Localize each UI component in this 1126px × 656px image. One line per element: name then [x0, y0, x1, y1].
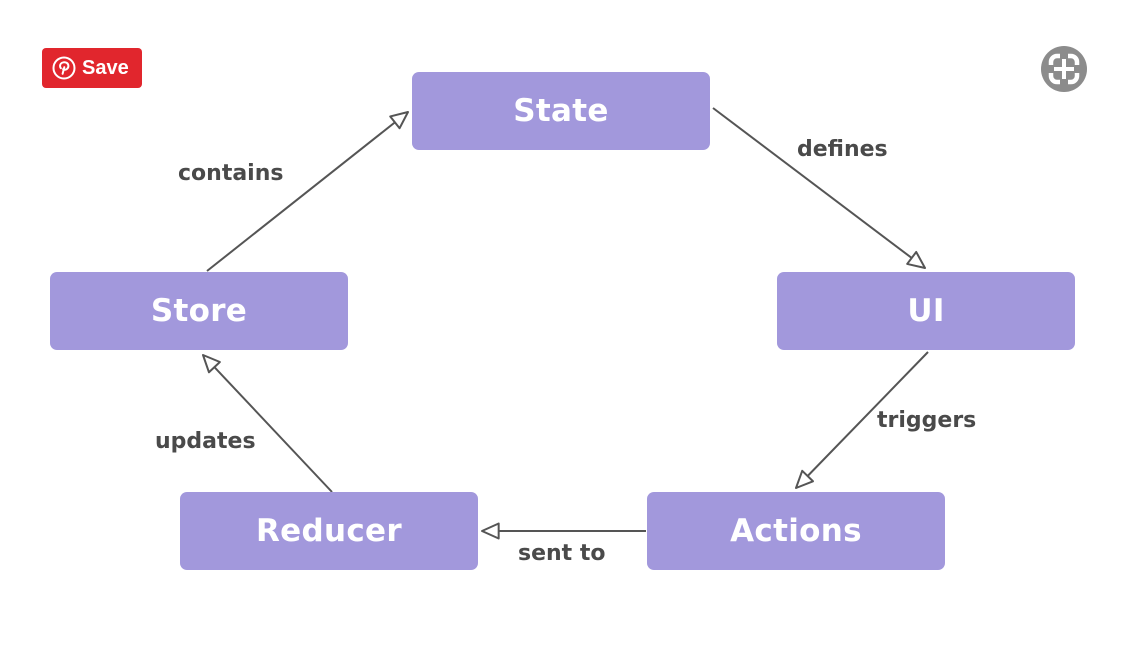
pinterest-icon — [52, 56, 76, 80]
node-state: State — [412, 72, 710, 150]
expand-icon — [1041, 46, 1087, 92]
edge-ui-to-actions — [795, 351, 929, 489]
node-store: Store — [50, 272, 348, 350]
node-reducer: Reducer — [180, 492, 478, 570]
edge-label-triggers: triggers — [877, 408, 977, 433]
edge-state-to-ui — [712, 107, 926, 269]
edge-reducer-to-store — [202, 354, 333, 493]
edge-store-to-state — [206, 111, 409, 272]
node-ui: UI — [777, 272, 1075, 350]
edge-label-sent-to: sent to — [518, 541, 606, 566]
edge-label-defines: defines — [797, 137, 888, 162]
pinterest-save-button[interactable]: Save — [42, 48, 142, 88]
save-label: Save — [82, 56, 129, 79]
edge-label-contains: contains — [178, 161, 284, 186]
node-actions: Actions — [647, 492, 945, 570]
edge-label-updates: updates — [155, 429, 256, 454]
expand-button[interactable] — [1040, 45, 1088, 93]
